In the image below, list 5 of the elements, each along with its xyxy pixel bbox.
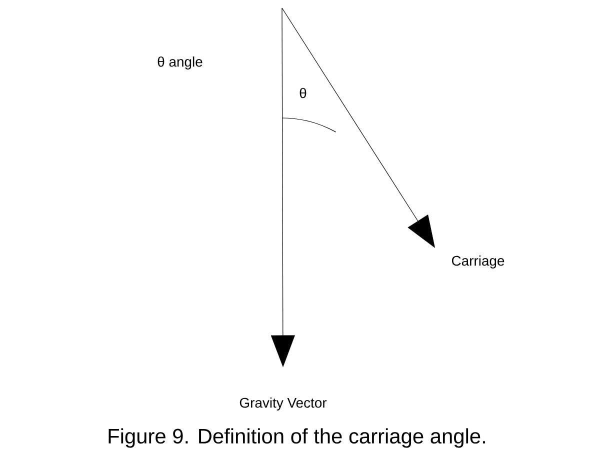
angle-label: θ angle bbox=[158, 56, 202, 70]
caption: Figure 9. Definition of the carriage angle. bbox=[108, 428, 485, 448]
angle-label: θ bbox=[300, 88, 306, 98]
vector-label: Gravity Vector bbox=[240, 398, 327, 410]
vector-label: Carriage bbox=[452, 256, 504, 268]
